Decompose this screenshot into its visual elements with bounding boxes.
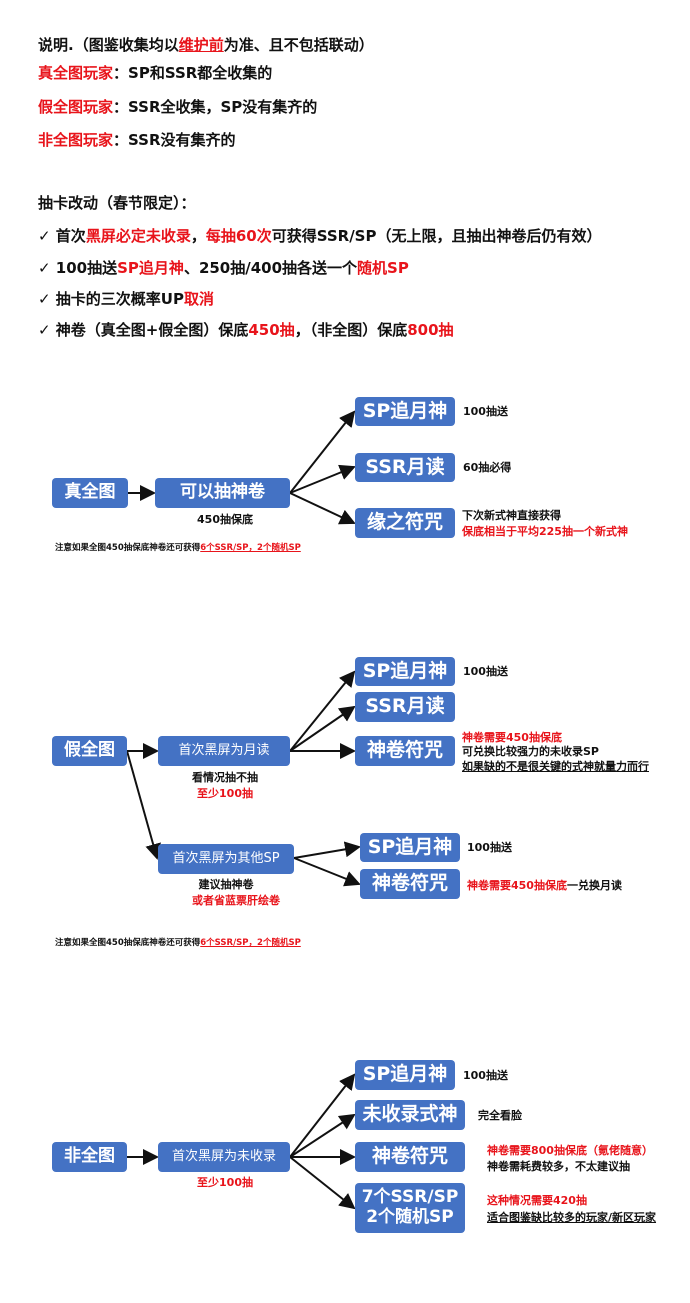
node-non-full: 非全图 <box>52 1142 127 1172</box>
s3-b3-note-2: 神卷需耗费较多，不太建议抽 <box>487 1160 630 1173</box>
s2-m1-note-2: 至少100抽 <box>197 787 253 800</box>
node-sp-moon: SP追月神 <box>355 657 455 686</box>
node-can-draw-scroll: 可以抽神卷 <box>155 478 290 508</box>
s2-m2-note-2: 或者省蓝票肝绘卷 <box>192 894 280 907</box>
node-scroll-charm: 神卷符咒 <box>355 736 455 766</box>
s1-b3-note-2: 保底相当于平均225抽一个新式神 <box>462 525 628 538</box>
node-sp-moon: SP追月神 <box>355 1060 455 1090</box>
node-uncollected-shikigami: 未收录式神 <box>355 1100 465 1130</box>
node-first-tsukuyomi: 首次黑屏为月读 <box>158 736 290 766</box>
change-item-3: ✓ 抽卡的三次概率UP取消 <box>38 290 214 308</box>
change-item-2: ✓ 100抽送SP追月神、250抽/400抽各送一个随机SP <box>38 259 409 277</box>
s2-b4-note: 100抽送 <box>467 841 512 854</box>
node-scroll-charm: 神卷符咒 <box>360 869 460 899</box>
node-ssr-tsukuyomi: SSR月读 <box>355 453 455 482</box>
change-item-4: ✓ 神卷（真全图+假全图）保底450抽，（非全图）保底800抽 <box>38 321 454 339</box>
s2-b1-note: 100抽送 <box>463 665 508 678</box>
node-first-uncollected: 首次黑屏为未收录 <box>158 1142 290 1172</box>
node-fate-charm: 缘之符咒 <box>355 508 455 538</box>
intro-line-1: 说明.（图鉴收集均以维护前为准、且不包括联动） <box>38 36 374 54</box>
s1-mid-note: 450抽保底 <box>197 513 253 526</box>
s2-footnote: 注意如果全图450抽保底神卷还可获得6个SSR/SP，2个随机SP <box>55 938 301 948</box>
node-fake-full: 假全图 <box>52 736 127 766</box>
s2-m2-note-1: 建议抽神卷 <box>198 878 254 891</box>
node-sp-moon: SP追月神 <box>360 833 460 862</box>
s2-b3-note-1: 神卷需要450抽保底 <box>462 731 562 744</box>
node-scroll-charm: 神卷符咒 <box>355 1142 465 1172</box>
changes-title: 抽卡改动（春节限定）： <box>38 194 196 212</box>
s1-b1-note: 100抽送 <box>463 405 508 418</box>
s3-b3-note-1: 神卷需要800抽保底（氪佬随意） <box>487 1144 653 1157</box>
s3-b4-note-1: 这种情况需要420抽 <box>487 1194 587 1207</box>
s1-footnote: 注意如果全图450抽保底神卷还可获得6个SSR/SP，2个随机SP <box>55 543 301 553</box>
node-ssr-tsukuyomi: SSR月读 <box>355 692 455 722</box>
node-true-full: 真全图 <box>52 478 128 508</box>
s3-mid-note: 至少100抽 <box>197 1176 253 1189</box>
s2-m1-note-1: 看情况抽不抽 <box>192 771 258 784</box>
change-item-1: ✓ 首次黑屏必定未收录，每抽60次可获得SSR/SP（无上限，且抽出神卷后仍有效… <box>38 227 602 245</box>
s2-b5-note: 神卷需要450抽保底一兑换月读 <box>467 879 622 892</box>
intro-line-2: 真全图玩家：SP和SSR都全收集的 <box>38 64 273 82</box>
node-sp-moon: SP追月神 <box>355 397 455 426</box>
s2-b3-note-2: 可兑换比较强力的未收录SP <box>462 745 599 758</box>
intro-line-4: 非全图玩家：SSR没有集齐的 <box>38 131 236 149</box>
s2-b3-note-3: 如果缺的不是很关键的式神就量力而行 <box>462 760 649 773</box>
s3-b2-note: 完全看脸 <box>478 1109 522 1122</box>
s1-b3-note-1: 下次新式神直接获得 <box>462 509 561 522</box>
node-first-other-sp: 首次黑屏为其他SP <box>158 844 294 874</box>
s1-b2-note: 60抽必得 <box>463 461 512 474</box>
s3-b4-note-2: 适合图鉴缺比较多的玩家/新区玩家 <box>487 1211 657 1224</box>
s3-b1-note: 100抽送 <box>463 1069 508 1082</box>
intro-line-3: 假全图玩家：SSR全收集，SP没有集齐的 <box>38 98 318 116</box>
